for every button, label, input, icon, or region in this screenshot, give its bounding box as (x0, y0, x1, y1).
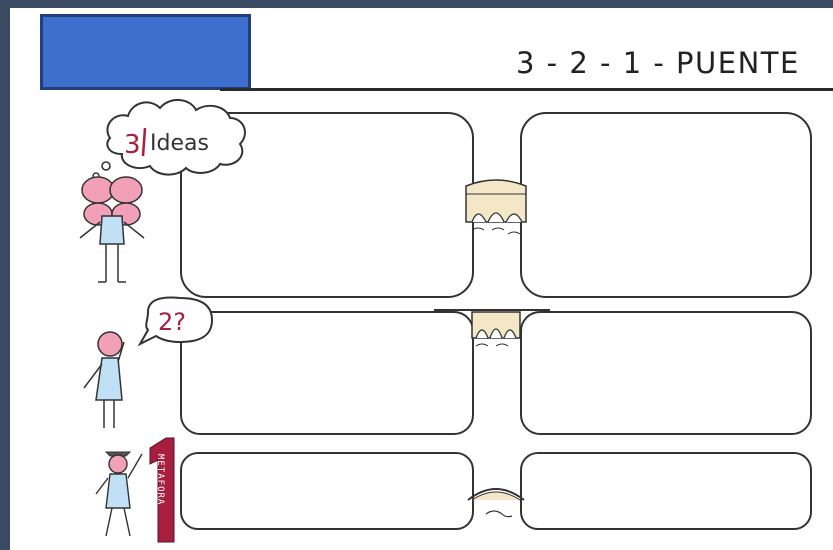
ideas-word: Ideas (150, 131, 209, 156)
worksheet: 3 - 2 - 1 - PUENTE 3 Ideas (10, 8, 833, 550)
illustrations-layer: 3 Ideas (10, 8, 833, 550)
figure-explorer-icon (96, 452, 142, 536)
arched-bridge-icon (434, 310, 550, 346)
stone-bridge-icon (466, 180, 526, 234)
figure-thinking-icon (80, 177, 144, 282)
small-bridge-icon (468, 489, 524, 517)
ideas-number: 3 (124, 130, 141, 160)
questions-label: 2? (158, 308, 186, 336)
metaphor-vertical-word: METAFORA (155, 454, 165, 505)
figure-asking-icon (84, 332, 124, 428)
